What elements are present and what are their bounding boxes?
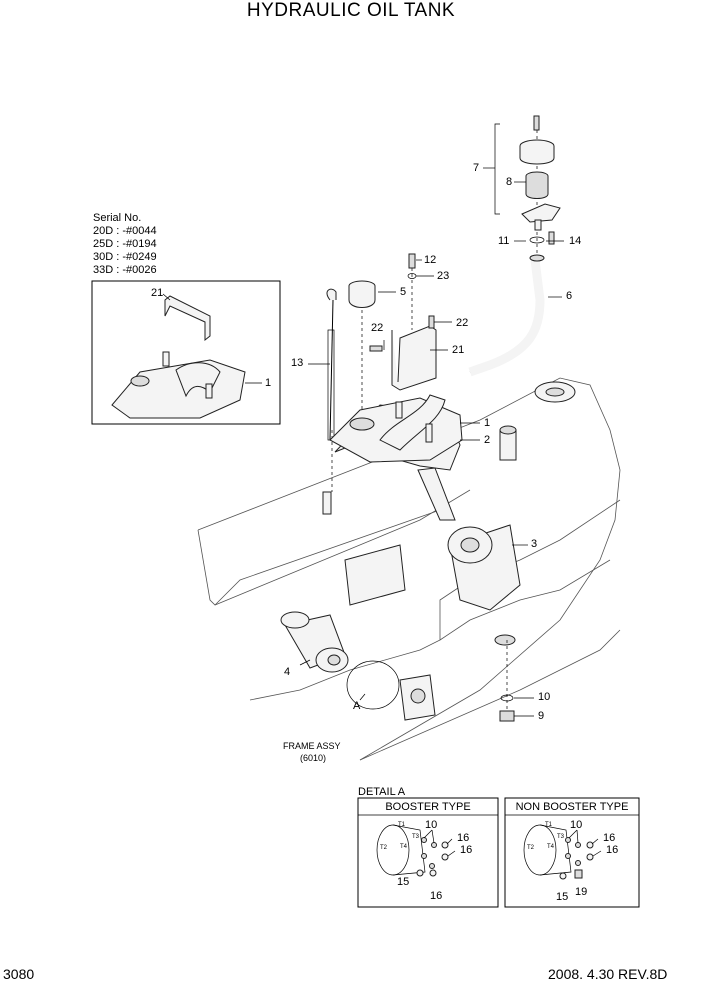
frame-assy-code: (6010) bbox=[300, 753, 327, 763]
bolt-22b bbox=[369, 345, 383, 352]
non-booster-port-t4: T4 bbox=[547, 844, 555, 850]
non-booster-port-t2: T2 bbox=[527, 845, 535, 851]
callout-11: 11 bbox=[498, 235, 510, 247]
filler-cap bbox=[348, 280, 376, 308]
dipstick bbox=[322, 288, 337, 515]
callout-2: 2 bbox=[484, 434, 491, 446]
revision-date: 2008. 4.30 REV.8D bbox=[548, 966, 668, 982]
tank-cover-assembly bbox=[329, 394, 463, 521]
booster-port-t4: T4 bbox=[400, 844, 408, 850]
callout-21: 21 bbox=[452, 344, 465, 356]
callout-a: A bbox=[353, 700, 361, 712]
booster-label-16c: 16 bbox=[430, 890, 443, 902]
callout-22-right: 22 bbox=[456, 317, 469, 329]
frame-body bbox=[197, 377, 621, 761]
callout-14: 14 bbox=[569, 235, 582, 247]
callout-13: 13 bbox=[291, 357, 304, 369]
booster-port-t3: T3 bbox=[412, 834, 420, 840]
serial-line-33d: 33D : -#0026 bbox=[93, 264, 157, 276]
callout-inset-21: 21 bbox=[151, 287, 164, 299]
page-title: HYDRAULIC OIL TANK bbox=[246, 0, 456, 21]
callout-8: 8 bbox=[506, 176, 513, 188]
oring-10 bbox=[500, 694, 514, 702]
filter-assembly bbox=[519, 115, 561, 245]
non-booster-port-t3: T3 bbox=[557, 834, 565, 840]
non-booster-type-title: NON BOOSTER TYPE bbox=[515, 801, 629, 813]
serial-line-25d: 25D : -#0194 bbox=[93, 238, 157, 250]
booster-box bbox=[357, 797, 499, 908]
frame-assy-label: FRAME ASSY bbox=[283, 741, 341, 751]
non-booster-box bbox=[504, 797, 640, 908]
callout-6: 6 bbox=[566, 290, 573, 302]
drain-plug-9 bbox=[499, 710, 515, 722]
detail-a-heading: DETAIL A bbox=[358, 786, 406, 798]
callout-1: 1 bbox=[484, 417, 491, 429]
non-booster-label-16a: 16 bbox=[603, 832, 616, 844]
callout-10: 10 bbox=[538, 691, 551, 703]
leader-lines bbox=[299, 181, 564, 717]
inset-box bbox=[91, 280, 281, 425]
inset-tank-cover bbox=[111, 295, 246, 419]
flange-a bbox=[346, 660, 436, 721]
callout-23: 23 bbox=[437, 270, 450, 282]
callout-4: 4 bbox=[284, 666, 291, 678]
booster-label-10: 10 bbox=[425, 819, 438, 831]
booster-label-15: 15 bbox=[397, 876, 410, 888]
booster-valve-drawing bbox=[376, 824, 456, 877]
filter-element bbox=[280, 611, 349, 673]
serial-heading: Serial No. bbox=[93, 212, 142, 224]
bracket-21 bbox=[391, 325, 437, 391]
non-booster-label-16b: 16 bbox=[606, 844, 619, 856]
callout-22-left: 22 bbox=[371, 322, 384, 334]
suction-filter bbox=[447, 524, 521, 611]
callout-9: 9 bbox=[538, 710, 545, 722]
booster-type-title: BOOSTER TYPE bbox=[385, 801, 471, 813]
bolt-12 bbox=[408, 253, 416, 269]
booster-port-t2: T2 bbox=[380, 845, 388, 851]
booster-label-16a: 16 bbox=[457, 832, 470, 844]
booster-label-16b: 16 bbox=[460, 844, 473, 856]
non-booster-label-15: 15 bbox=[556, 891, 569, 903]
callout-7: 7 bbox=[473, 162, 480, 174]
bolt-22a bbox=[428, 315, 435, 329]
page-number: 3080 bbox=[3, 966, 35, 982]
non-booster-label-10: 10 bbox=[570, 819, 583, 831]
callout-5: 5 bbox=[400, 286, 407, 298]
non-booster-label-19: 19 bbox=[575, 886, 588, 898]
non-booster-valve-drawing bbox=[523, 824, 602, 880]
non-booster-port-t1: T1 bbox=[545, 822, 553, 828]
serial-line-30d: 30D : -#0249 bbox=[93, 251, 157, 263]
serial-line-20d: 20D : -#0044 bbox=[93, 225, 157, 237]
booster-port-t1: T1 bbox=[398, 822, 406, 828]
callout-12: 12 bbox=[424, 254, 437, 266]
callout-3: 3 bbox=[531, 538, 538, 550]
callout-inset-1: 1 bbox=[265, 377, 272, 389]
